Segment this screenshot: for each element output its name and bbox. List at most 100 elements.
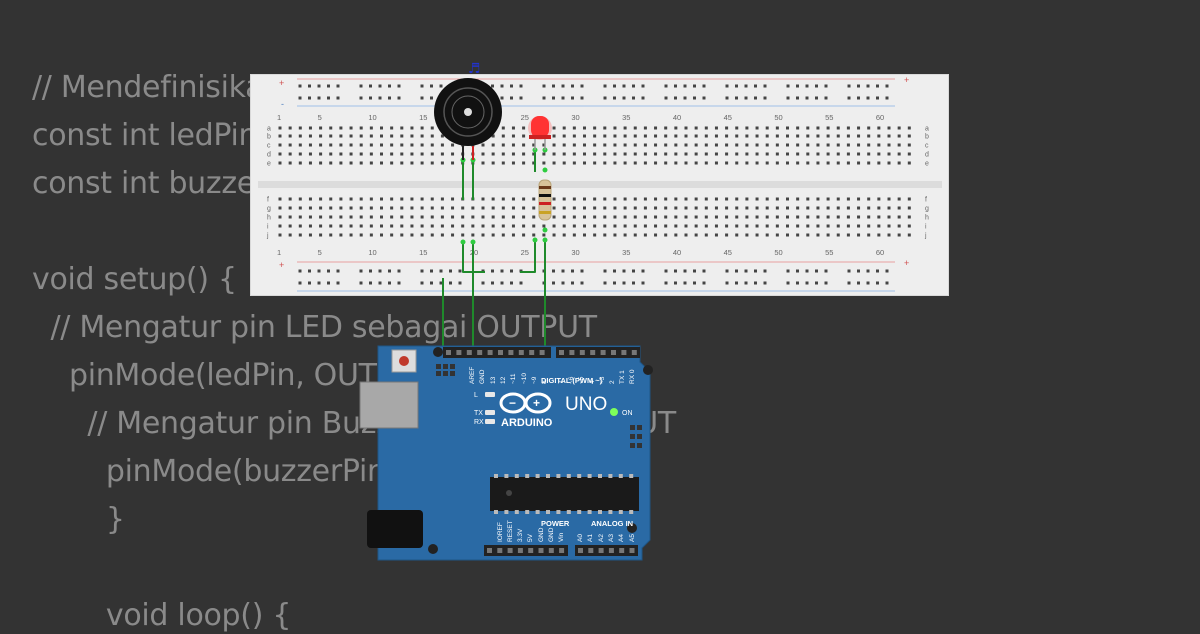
hole-top[interactable] (583, 126, 586, 130)
hole-bottom[interactable] (359, 197, 363, 201)
analog-pin-hole[interactable] (619, 548, 625, 553)
rail-hole-top-2[interactable] (674, 96, 677, 100)
hole-bottom[interactable] (572, 206, 576, 210)
hole-bottom[interactable] (887, 206, 891, 210)
digital-pin-hole[interactable] (518, 350, 524, 355)
rail-hole-top-1[interactable] (430, 84, 433, 88)
hole-bottom[interactable] (857, 215, 861, 219)
hole-bottom[interactable] (420, 206, 424, 210)
rail-hole-bottom-1[interactable] (693, 269, 696, 273)
hole-bottom[interactable] (511, 197, 515, 201)
rail-hole-bottom-1[interactable] (613, 269, 616, 273)
hole-bottom[interactable] (420, 233, 424, 237)
hole-top[interactable] (714, 161, 718, 165)
hole-bottom[interactable] (410, 206, 414, 210)
hole-top[interactable] (867, 161, 871, 165)
hole-bottom[interactable] (440, 224, 444, 228)
hole-bottom[interactable] (369, 233, 373, 237)
hole-top[interactable] (826, 161, 830, 165)
rail-hole-top-2[interactable] (702, 96, 706, 100)
hole-bottom[interactable] (806, 215, 810, 219)
hole-bottom[interactable] (583, 224, 586, 228)
rail-hole-top-1[interactable] (552, 84, 555, 88)
hole-bottom[interactable] (349, 215, 353, 219)
hole-bottom[interactable] (451, 197, 455, 201)
hole-top[interactable] (735, 143, 739, 147)
rail-hole-top-1[interactable] (735, 84, 738, 88)
hole-bottom[interactable] (572, 215, 576, 219)
hole-top[interactable] (623, 126, 627, 130)
rail-hole-bottom-2[interactable] (336, 281, 340, 285)
hole-top[interactable] (674, 143, 678, 147)
rail-hole-top-2[interactable] (693, 96, 696, 100)
hole-bottom[interactable] (288, 224, 292, 228)
hole-bottom[interactable] (836, 224, 840, 228)
hole-bottom[interactable] (786, 197, 789, 201)
hole-top[interactable] (562, 152, 566, 156)
wire-buzzer-gnd-jumper[interactable] (462, 242, 485, 273)
hole-top[interactable] (857, 161, 861, 165)
digital-pin-hole[interactable] (621, 350, 627, 355)
hole-top[interactable] (857, 126, 861, 130)
rail-hole-top-1[interactable] (674, 84, 677, 88)
usb-port[interactable] (359, 381, 419, 429)
hole-top[interactable] (796, 152, 800, 156)
hole-top[interactable] (511, 134, 515, 138)
hole-top[interactable] (451, 152, 455, 156)
hole-top[interactable] (319, 134, 323, 138)
power-pin-hole[interactable] (528, 548, 534, 553)
hole-top[interactable] (359, 143, 363, 147)
power-pin-hole[interactable] (538, 548, 544, 553)
hole-bottom[interactable] (654, 215, 658, 219)
hole-bottom[interactable] (380, 233, 383, 237)
rail-hole-top-2[interactable] (327, 96, 330, 100)
rail-hole-bottom-2[interactable] (613, 281, 616, 285)
hole-top[interactable] (796, 126, 800, 130)
hole-bottom[interactable] (430, 197, 434, 201)
hole-bottom[interactable] (288, 197, 292, 201)
hole-bottom[interactable] (410, 233, 414, 237)
hole-bottom[interactable] (623, 215, 627, 219)
hole-bottom[interactable] (511, 206, 515, 210)
hole-top[interactable] (430, 126, 434, 130)
hole-top[interactable] (369, 126, 373, 130)
hole-top[interactable] (897, 126, 901, 130)
hole-top[interactable] (684, 143, 688, 147)
rail-hole-bottom-2[interactable] (571, 281, 574, 285)
hole-bottom[interactable] (907, 197, 911, 201)
hole-top[interactable] (613, 152, 617, 156)
hole-bottom[interactable] (765, 224, 769, 228)
hole-top[interactable] (633, 134, 637, 138)
hole-top[interactable] (319, 152, 323, 156)
rail-hole-top-2[interactable] (561, 96, 565, 100)
hole-bottom[interactable] (390, 224, 394, 228)
hole-bottom[interactable] (532, 224, 536, 228)
hole-bottom[interactable] (674, 197, 678, 201)
hole-bottom[interactable] (846, 233, 850, 237)
hole-top[interactable] (674, 161, 678, 165)
rail-hole-bottom-2[interactable] (702, 281, 706, 285)
hole-bottom[interactable] (857, 206, 861, 210)
hole-bottom[interactable] (867, 206, 871, 210)
hole-bottom[interactable] (349, 233, 353, 237)
rail-hole-bottom-2[interactable] (796, 281, 799, 285)
rail-hole-top-2[interactable] (622, 96, 626, 100)
hole-top[interactable] (897, 161, 901, 165)
digital-pin-hole[interactable] (487, 350, 493, 355)
hole-bottom[interactable] (745, 206, 749, 210)
hole-bottom[interactable] (552, 197, 556, 201)
rail-hole-top-2[interactable] (824, 96, 828, 100)
hole-bottom[interactable] (745, 197, 749, 201)
rail-hole-bottom-1[interactable] (725, 269, 729, 273)
hole-bottom[interactable] (288, 233, 292, 237)
hole-top[interactable] (572, 161, 576, 165)
hole-top[interactable] (359, 161, 363, 165)
hole-bottom[interactable] (786, 215, 789, 219)
rail-hole-top-2[interactable] (796, 96, 799, 100)
hole-bottom[interactable] (440, 206, 444, 210)
dc-power-jack[interactable] (367, 510, 423, 548)
rail-hole-top-1[interactable] (542, 84, 546, 88)
hole-top[interactable] (694, 134, 698, 138)
hole-top[interactable] (380, 161, 383, 165)
digital-pin-hole[interactable] (466, 350, 472, 355)
